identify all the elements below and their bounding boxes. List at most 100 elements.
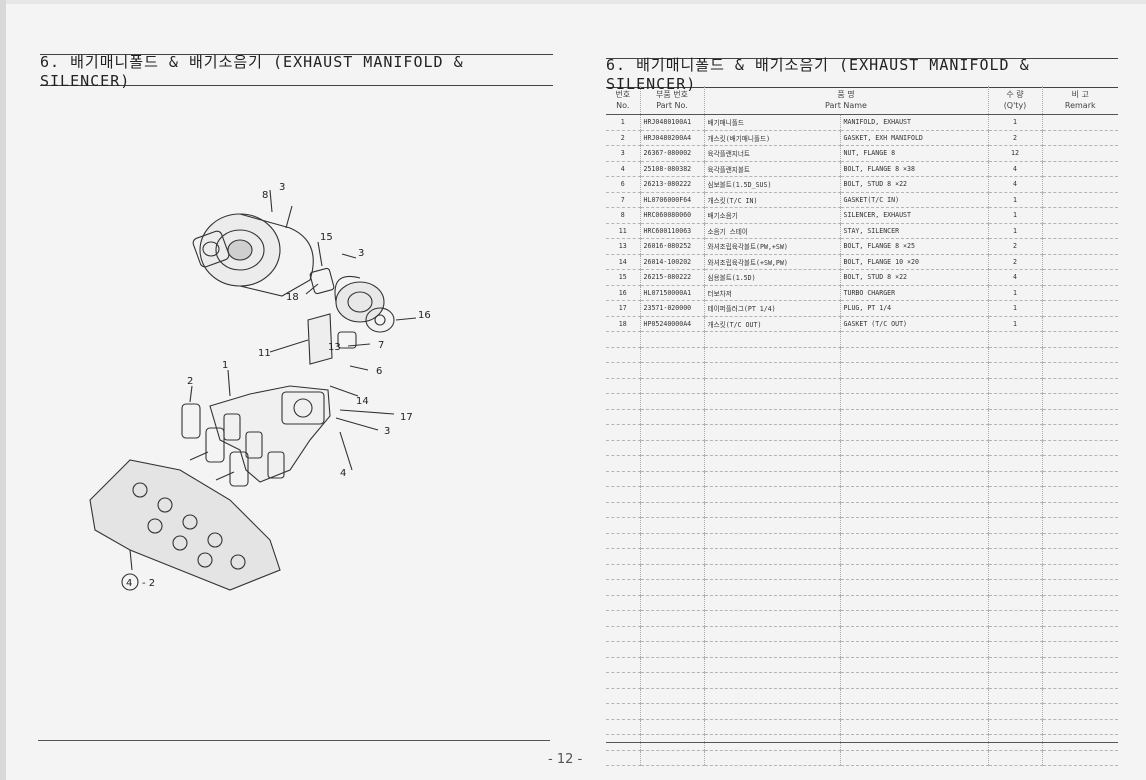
table-row-blank (606, 641, 1118, 658)
cell-empty (1041, 471, 1118, 487)
left-page-title: 6. 배기매니폴드 & 배기소음기 (EXHAUST MANIFOLD & SI… (40, 53, 553, 90)
cell-empty (987, 688, 1042, 704)
cell-empty (639, 362, 704, 379)
cell-part-no: HRJ0480100A1 (639, 114, 704, 131)
callout-6: 6 (376, 366, 382, 377)
cell-empty (703, 595, 840, 611)
cell-no: 6 (606, 176, 640, 193)
binding-edge (0, 0, 6, 780)
cell-empty (1041, 517, 1118, 534)
cell-name-en: BOLT, STUD 8 ×22 (839, 269, 988, 286)
table-row-blank (606, 347, 1118, 363)
table-row-blank (606, 393, 1118, 410)
right-footer-rule (606, 742, 1118, 743)
cell-empty (987, 533, 1042, 549)
cell-empty (606, 440, 640, 456)
header-remark: 비 고 Remark (1041, 86, 1118, 115)
cell-qty: 4 (987, 176, 1042, 193)
callout-1: 1 (222, 360, 228, 371)
cell-part-no: 26016-080252 (639, 238, 704, 255)
cell-empty (703, 393, 840, 410)
callout-14: 14 (356, 396, 369, 407)
table-row-blank (606, 362, 1118, 379)
cell-empty (606, 409, 640, 425)
callout-17: 17 (400, 412, 413, 423)
manifold-drawing (209, 385, 331, 483)
cell-remark (1041, 316, 1118, 332)
cell-remark (1041, 238, 1118, 255)
cell-part-no: HP05240000A4 (639, 316, 704, 332)
cell-empty (703, 502, 840, 518)
cell-empty (606, 703, 640, 720)
cell-no: 2 (606, 130, 640, 146)
cell-empty (987, 502, 1042, 518)
callout-3c: 3 (384, 426, 390, 437)
cell-empty (639, 750, 704, 766)
table-row-blank (606, 672, 1118, 689)
cell-empty (1041, 424, 1118, 441)
cell-empty (639, 672, 704, 689)
table-row-blank (606, 455, 1118, 472)
cell-empty (606, 672, 640, 689)
cell-name-en: NUT, FLANGE 8 (839, 145, 988, 162)
cell-empty (606, 641, 640, 658)
cell-empty (639, 517, 704, 534)
cell-empty (987, 455, 1042, 472)
cell-remark (1041, 114, 1118, 131)
cell-name-ko: 심보볼트(1.5D_SUS) (703, 176, 840, 193)
cell-name-en: BOLT, FLANGE 8 ×38 (839, 161, 988, 177)
cell-empty (703, 548, 840, 565)
cell-empty (987, 331, 1042, 348)
cell-part-no: HL0706000F64 (639, 192, 704, 208)
cell-empty (839, 548, 988, 565)
cell-empty (606, 331, 640, 348)
cell-remark (1041, 223, 1118, 239)
cell-name-en: GASKET, EXH MANIFOLD (839, 130, 988, 146)
cell-empty (639, 455, 704, 472)
cell-empty (606, 610, 640, 627)
callout-7: 7 (378, 340, 384, 351)
callout-13: 13 (328, 342, 341, 353)
cell-empty (987, 548, 1042, 565)
right-page-title: 6. 배기매니폴드 & 배기소음기 (EXHAUST MANIFOLD & SI… (606, 56, 1118, 93)
cell-empty (703, 641, 840, 658)
cell-empty (703, 657, 840, 673)
cell-empty (1041, 362, 1118, 379)
cell-empty (703, 378, 840, 394)
cell-empty (703, 719, 840, 735)
cell-empty (1041, 533, 1118, 549)
left-footer-rule (38, 740, 550, 741)
cell-empty (1041, 657, 1118, 673)
cell-empty (606, 393, 640, 410)
cell-qty: 1 (987, 223, 1042, 239)
cell-empty (606, 455, 640, 472)
cell-empty (606, 471, 640, 487)
table-row-blank (606, 579, 1118, 596)
cell-empty (703, 517, 840, 534)
cell-empty (703, 486, 840, 503)
cell-empty (1041, 703, 1118, 720)
cell-empty (839, 502, 988, 518)
cell-remark (1041, 300, 1118, 317)
cell-empty (839, 424, 988, 441)
cylinder-head-drawing (89, 459, 281, 591)
cell-empty (703, 362, 840, 379)
cell-empty (839, 440, 988, 456)
cell-name-en: BOLT, FLANGE 8 ×25 (839, 238, 988, 255)
table-row-blank (606, 626, 1118, 642)
cell-qty: 1 (987, 300, 1042, 317)
cell-part-no: 26367-080002 (639, 145, 704, 162)
cell-empty (703, 672, 840, 689)
header-qty: 수 량 (Q'ty) (987, 86, 1042, 115)
cell-name-en: PLUG, PT 1/4 (839, 300, 988, 317)
cell-empty (839, 393, 988, 410)
cell-empty (606, 517, 640, 534)
cell-empty (839, 750, 988, 766)
table-row-blank (606, 486, 1118, 503)
cell-empty (987, 471, 1042, 487)
cell-part-no: 25108-080382 (639, 161, 704, 177)
cell-empty (639, 564, 704, 580)
cell-empty (1041, 393, 1118, 410)
cell-empty (987, 657, 1042, 673)
